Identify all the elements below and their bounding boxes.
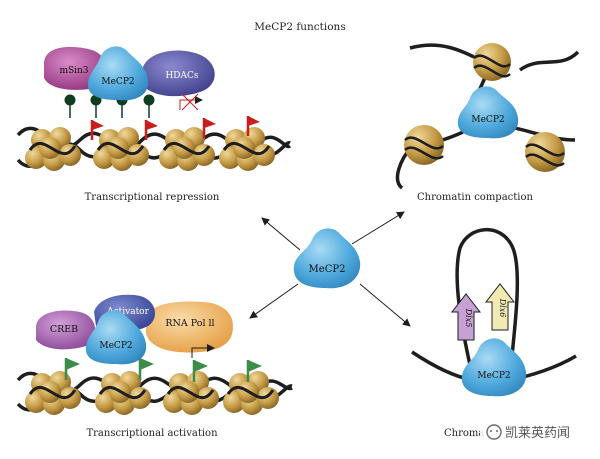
watermark: 凯莱英药闻: [480, 422, 598, 444]
watermark-text: 凯莱英药闻: [505, 426, 570, 441]
nucleosome: [404, 125, 444, 165]
wechat-icon: [486, 424, 502, 440]
center-mecp2-label: MeCP2: [309, 264, 346, 275]
nucleosome: [25, 127, 81, 171]
histone-mark-flag: [64, 358, 80, 380]
dlx6-gene-arrow: Dlx6: [484, 283, 516, 331]
methyl-cpg-dot: [143, 94, 155, 118]
figure-title: MeCP2 functions: [254, 21, 345, 33]
histone-mark-flag: [192, 360, 208, 382]
creb-label: CREB: [50, 324, 78, 335]
nucleosome: [525, 132, 565, 172]
creb-protein: [36, 310, 96, 350]
compaction-caption: Chromatin compaction: [417, 192, 533, 203]
histone-mark-flag: [90, 120, 104, 140]
methyl-cpg-dot: [90, 94, 102, 118]
panel-transcriptional-repression: mSin3 HDACs MeCP2 Transcriptional repres…: [16, 46, 292, 203]
center-mecp2-hub: MeCP2: [249, 211, 411, 327]
arrow-to-compaction: [351, 211, 405, 245]
mecp2-protein: [87, 46, 149, 101]
panel-chromatin-compaction: MeCP2 Chromatin compaction: [395, 43, 580, 203]
mecp2-protein: [461, 338, 527, 397]
rna-pol-ii-protein: [145, 301, 233, 353]
center-mecp2-protein: [293, 228, 361, 289]
activator-label: Activator: [106, 307, 150, 317]
activation-caption: Transcriptional activation: [86, 428, 218, 439]
transcription-arrow: [191, 344, 215, 358]
mecp2-label: MeCP2: [101, 77, 134, 87]
dlx5-gene-arrow: Dlx5: [450, 293, 482, 341]
mecp2-protein: [85, 310, 147, 365]
dlx6-label: Dlx6: [498, 298, 507, 318]
dna-wrap: [28, 385, 275, 400]
arrow-to-activation: [249, 283, 299, 319]
mecp2-label: MeCP2: [99, 341, 132, 351]
methyl-cpg-dot: [64, 94, 76, 118]
hdacs-label: HDACs: [165, 71, 198, 81]
rna-pol-ii-label: RNA Pol ll: [165, 318, 214, 329]
histone-mark-flag: [202, 118, 216, 138]
dlx5-label: Dlx5: [464, 308, 473, 328]
arrow-to-looping: [359, 283, 411, 327]
mecp2-protein: [457, 86, 519, 139]
dna-wrap: [28, 141, 271, 156]
panel-transcriptional-activation: RNA Pol ll CREB Activator MeCP2 Transcri…: [16, 294, 293, 439]
histone-mark-flag: [144, 120, 158, 140]
nucleosome: [473, 43, 511, 81]
mecp2-label: MeCP2: [477, 371, 510, 381]
panel-chromatin-looping: Dlx5 Dlx6 MeCP2 Chroma: [411, 228, 577, 439]
blocked-transcription-arrow: [179, 96, 203, 110]
repression-caption: Transcriptional repression: [85, 192, 220, 203]
histone-mark-flag: [246, 360, 262, 382]
histone-mark-flag: [138, 358, 154, 380]
looping-caption: Chroma: [444, 428, 484, 439]
mecp2-label: MeCP2: [471, 115, 504, 125]
arrow-to-repression: [261, 217, 301, 251]
histone-mark-flag: [246, 116, 260, 136]
msin3-label: mSin3: [59, 66, 88, 76]
hdacs-protein: [142, 50, 215, 97]
